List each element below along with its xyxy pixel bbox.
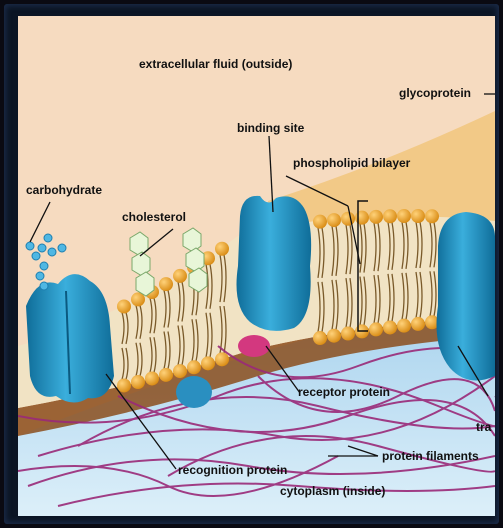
- lipid-head: [327, 213, 341, 227]
- label-extracellular: extracellular fluid (outside): [139, 57, 292, 71]
- lipid-head: [159, 368, 173, 382]
- transport-protein-shape: [437, 212, 496, 381]
- lipid-head: [201, 356, 215, 370]
- lipid-head: [383, 320, 397, 334]
- lipid-head: [383, 209, 397, 223]
- lipid-head: [313, 215, 327, 229]
- lipid-head: [369, 210, 383, 224]
- lipid-head: [397, 319, 411, 333]
- lipid-head: [341, 212, 355, 226]
- membrane-diagram: extracellular fluid (outside) glycoprote…: [18, 16, 495, 516]
- lipid-head: [159, 277, 173, 291]
- lipid-head: [397, 209, 411, 223]
- lipid-head: [173, 364, 187, 378]
- label-protein-filaments: protein filaments: [382, 449, 479, 463]
- lipid-head: [215, 242, 229, 256]
- lipid-head: [187, 360, 201, 374]
- lipid-head: [411, 209, 425, 223]
- lipid-head: [313, 331, 327, 345]
- peripheral-protein: [176, 376, 212, 408]
- lipid-head: [355, 211, 369, 225]
- label-glycoprotein: glycoprotein: [399, 86, 471, 100]
- receptor-ligand: [238, 335, 270, 357]
- lipid-head: [131, 375, 145, 389]
- image-frame: extracellular fluid (outside) glycoprote…: [4, 4, 499, 524]
- lipid-head: [145, 371, 159, 385]
- label-cholesterol: cholesterol: [122, 210, 186, 224]
- label-binding-site: binding site: [237, 121, 304, 135]
- lipid-head: [369, 322, 383, 336]
- lipid-head: [425, 209, 439, 223]
- label-phospholipid-bilayer: phospholipid bilayer: [293, 156, 410, 170]
- lipid-head: [117, 299, 131, 313]
- lipid-head: [173, 269, 187, 283]
- label-carbohydrate: carbohydrate: [26, 183, 102, 197]
- label-recognition-protein: recognition protein: [178, 463, 287, 477]
- lipid-head: [117, 378, 131, 392]
- recognition-protein-shape: [26, 274, 114, 402]
- label-receptor-protein: receptor protein: [298, 385, 390, 399]
- lipid-head: [411, 317, 425, 331]
- label-transport-fragment: tra: [476, 420, 491, 434]
- lipid-head: [215, 352, 229, 366]
- lipid-head: [341, 327, 355, 341]
- lipid-head: [327, 329, 341, 343]
- receptor-protein-shape: [237, 196, 312, 331]
- label-cytoplasm: cytoplasm (inside): [280, 484, 385, 498]
